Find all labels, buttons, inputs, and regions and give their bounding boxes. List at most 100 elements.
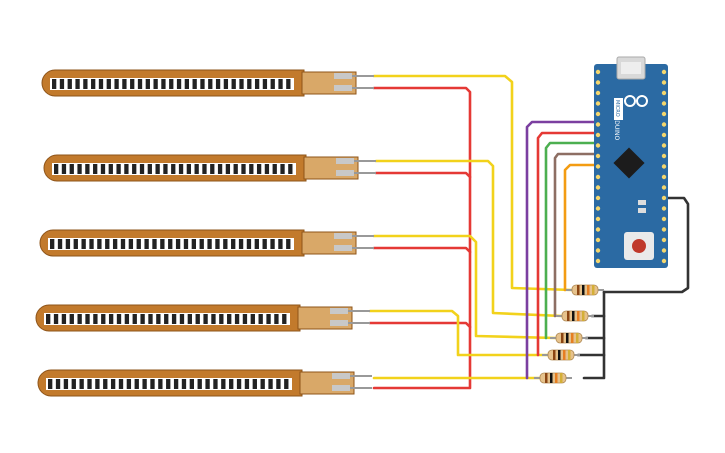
pin-right (661, 143, 667, 148)
flex-sensor-segment (252, 379, 257, 389)
resistor-band (550, 373, 553, 383)
flex-sensor-segment (286, 79, 291, 89)
pin-right (661, 185, 667, 190)
analog-wire-red (536, 131, 599, 357)
flex-sensor-segment (210, 164, 215, 174)
flex-sensor-segment (158, 379, 163, 389)
flex-sensor-segment (89, 239, 94, 249)
resistor-band (577, 311, 580, 321)
flex-sensor-segment (147, 164, 152, 174)
analog-wire-brown (553, 152, 599, 318)
pin-left (595, 258, 601, 264)
flex-sensor-segment (166, 379, 171, 389)
resistor-band (558, 350, 561, 360)
pin-left (595, 153, 601, 159)
flex-sensor-segment (208, 79, 213, 89)
board-pins (595, 69, 667, 264)
pin-left (595, 143, 601, 148)
flex-sensor[interactable] (41, 69, 374, 97)
flex-sensor-segment (61, 164, 67, 174)
flex-sensor-segment (153, 79, 158, 89)
flex-sensor-pin-bottom (332, 385, 350, 391)
flex-sensor-segment (219, 314, 224, 324)
flex-sensor-segment (184, 79, 190, 89)
flex-sensor-segment (85, 164, 90, 174)
pin-right (661, 248, 667, 253)
flex-sensor-segment (126, 379, 132, 389)
analog-wire-purple (525, 120, 599, 380)
pin-right (661, 174, 667, 180)
flex-sensor-segment (247, 79, 252, 89)
flex-sensor[interactable] (39, 229, 374, 257)
pin-right (661, 101, 667, 106)
flex-sensor-segment (272, 164, 277, 174)
flex-sensor-segment (270, 79, 275, 89)
flex-sensor-segment (200, 79, 205, 89)
flex-sensor-segment (52, 79, 57, 89)
flex-sensor-segment (61, 314, 67, 324)
flex-sensor-segment (105, 239, 110, 249)
resistor (556, 310, 594, 322)
flex-sensor-segment (136, 239, 141, 249)
flex-sensor-segment (286, 239, 291, 249)
board-model-label: MICRO (614, 100, 620, 117)
flex-sensor-segment (217, 164, 223, 174)
resistor-band (567, 311, 570, 321)
flex-sensor-segment (114, 79, 119, 89)
flex-sensor-segment (139, 164, 145, 174)
resistor-band (560, 373, 563, 383)
resistor-band (582, 285, 585, 295)
flex-sensor-segment (93, 164, 98, 174)
flex-sensor-segment (171, 164, 176, 174)
flex-sensor-segment (179, 314, 185, 324)
flex-sensor-segment (110, 379, 116, 389)
analog-wire-green (544, 141, 599, 340)
flex-sensor-segment (211, 314, 216, 324)
analog-wire-orange (563, 163, 599, 292)
flex-sensor-segment (132, 164, 137, 174)
flex-sensor-segment (140, 314, 145, 324)
flex-sensor-segment (118, 379, 124, 389)
flex-sensor-segment (108, 314, 114, 324)
flex-sensor-segment (116, 164, 121, 174)
flex-sensor-segment (91, 79, 96, 89)
flex-sensor-segment (137, 79, 143, 89)
flex-sensor-segment (227, 314, 232, 324)
arduino-micro-board[interactable]: ARDUINO MICRO (594, 56, 668, 268)
flex-sensor[interactable] (35, 304, 370, 332)
pin-left (595, 227, 601, 232)
flex-sensor-segment (128, 239, 134, 249)
flex-sensor-segment (274, 314, 279, 324)
flex-sensor[interactable] (43, 154, 376, 182)
resistor (566, 284, 604, 296)
flex-sensor-segment (254, 239, 259, 249)
flex-sensor-segment (202, 164, 207, 174)
flex-sensor-segment (73, 239, 78, 249)
vcc-wire-4 (368, 321, 472, 329)
flex-sensor-segment (145, 79, 150, 89)
pin-left (595, 101, 601, 106)
flex-sensor[interactable] (37, 369, 372, 397)
flex-sensor-pin-bottom (334, 85, 352, 91)
arduino-logo-icon (624, 95, 648, 107)
reset-button[interactable] (632, 239, 646, 253)
flex-sensor-segment (81, 239, 86, 249)
gnd-wire-main (602, 196, 690, 294)
pin-left (595, 185, 601, 190)
resistor-band (555, 373, 558, 383)
flex-sensor-segment (282, 314, 287, 324)
resistor-band (592, 285, 595, 295)
resistor-band (577, 285, 580, 295)
pin-left (595, 216, 601, 222)
flex-sensor-segment (197, 379, 202, 389)
flex-sensor-segment (262, 79, 268, 89)
pin-left (595, 122, 601, 127)
signal-wire-2 (374, 159, 564, 318)
pin-left (595, 90, 601, 96)
flex-sensor-segment (207, 239, 212, 249)
flex-sensor-pin-top (334, 73, 352, 79)
flex-sensor-segment (181, 379, 187, 389)
flex-sensor-segment (250, 314, 255, 324)
flex-sensor-segment (122, 79, 127, 89)
flex-sensor-segment (238, 239, 244, 249)
